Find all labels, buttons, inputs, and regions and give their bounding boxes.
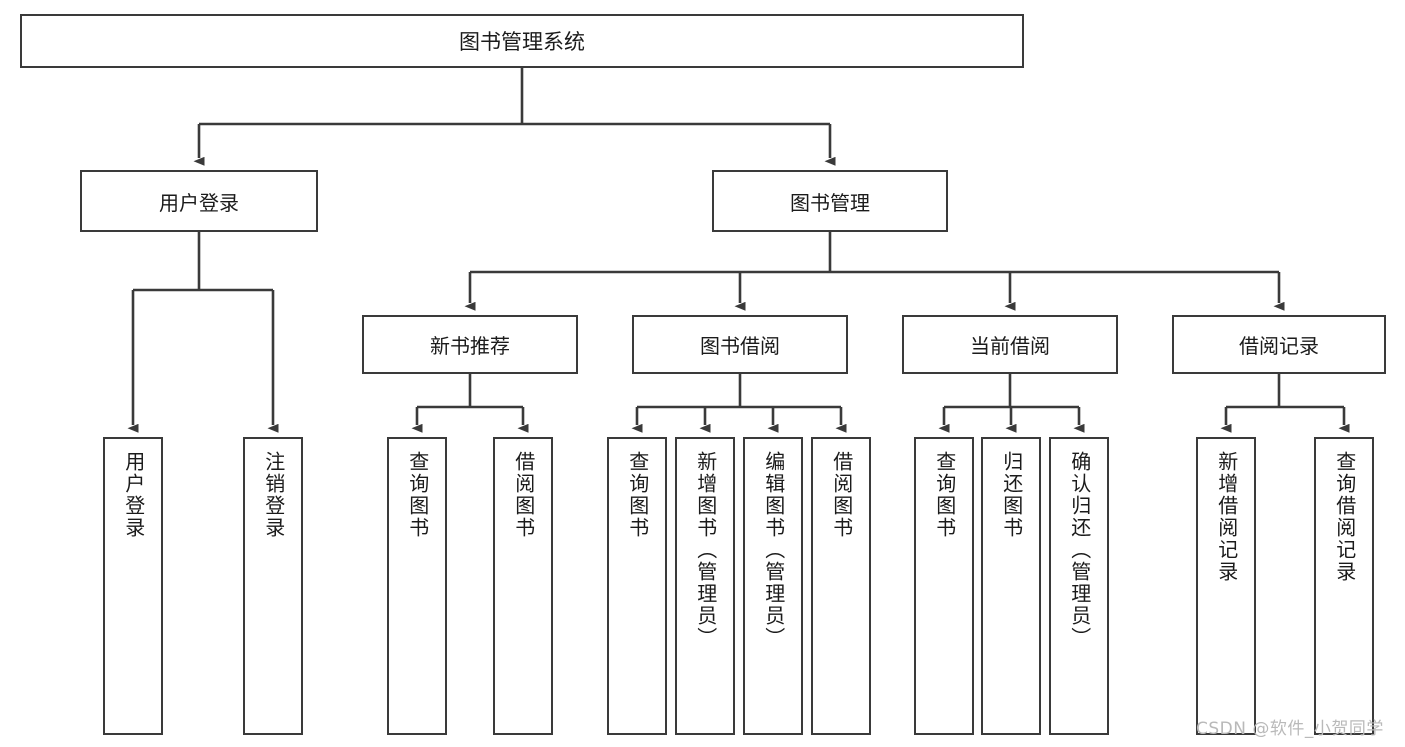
leaf-query-record-label: 查询借阅记录 <box>1332 451 1357 583</box>
leaf-query-book-1[interactable]: 查询图书 <box>387 437 447 735</box>
leaf-borrow-book-1[interactable]: 借阅图书 <box>493 437 553 735</box>
node-borrow-record[interactable]: 借阅记录 <box>1172 315 1386 374</box>
leaf-query-book-2-label: 查询图书 <box>625 451 650 539</box>
leaf-query-record[interactable]: 查询借阅记录 <box>1314 437 1374 735</box>
leaf-add-book-label: 新增图书（管理员） <box>693 451 718 649</box>
leaf-query-book-3[interactable]: 查询图书 <box>914 437 974 735</box>
leaf-borrow-book-2-label: 借阅图书 <box>829 451 854 539</box>
csdn-watermark: CSDN @软件_小贺同学 <box>1196 719 1384 739</box>
node-current-borrow-label: 当前借阅 <box>970 334 1050 358</box>
node-current-borrow[interactable]: 当前借阅 <box>902 315 1118 374</box>
leaf-user-logout[interactable]: 注销登录 <box>243 437 303 735</box>
node-user-login-label: 用户登录 <box>159 190 239 215</box>
node-root-label: 图书管理系统 <box>459 30 585 54</box>
leaf-edit-book-label: 编辑图书（管理员） <box>761 451 786 649</box>
node-borrow-record-label: 借阅记录 <box>1239 334 1319 358</box>
leaf-edit-book[interactable]: 编辑图书（管理员） <box>743 437 803 735</box>
leaf-borrow-book-1-label: 借阅图书 <box>511 451 536 539</box>
leaf-confirm-return[interactable]: 确认归还（管理员） <box>1049 437 1109 735</box>
node-new-book-recommend-label: 新书推荐 <box>430 334 510 358</box>
node-book-borrow-label: 图书借阅 <box>700 334 780 358</box>
leaf-add-record[interactable]: 新增借阅记录 <box>1196 437 1256 735</box>
node-user-login[interactable]: 用户登录 <box>80 170 318 232</box>
leaf-return-book-label: 归还图书 <box>999 451 1024 539</box>
node-book-manage[interactable]: 图书管理 <box>712 170 948 232</box>
leaf-query-book-3-label: 查询图书 <box>932 451 957 539</box>
node-new-book-recommend[interactable]: 新书推荐 <box>362 315 578 374</box>
leaf-user-login-label: 用户登录 <box>121 451 146 539</box>
leaf-add-book[interactable]: 新增图书（管理员） <box>675 437 735 735</box>
leaf-user-logout-label: 注销登录 <box>261 451 286 539</box>
leaf-borrow-book-2[interactable]: 借阅图书 <box>811 437 871 735</box>
leaf-add-record-label: 新增借阅记录 <box>1214 451 1239 583</box>
node-root[interactable]: 图书管理系统 <box>20 14 1024 68</box>
node-book-borrow[interactable]: 图书借阅 <box>632 315 848 374</box>
leaf-return-book[interactable]: 归还图书 <box>981 437 1041 735</box>
leaf-query-book-2[interactable]: 查询图书 <box>607 437 667 735</box>
node-book-manage-label: 图书管理 <box>790 190 870 215</box>
leaf-query-book-1-label: 查询图书 <box>405 451 430 539</box>
leaf-user-login[interactable]: 用户登录 <box>103 437 163 735</box>
leaf-confirm-return-label: 确认归还（管理员） <box>1067 451 1092 649</box>
